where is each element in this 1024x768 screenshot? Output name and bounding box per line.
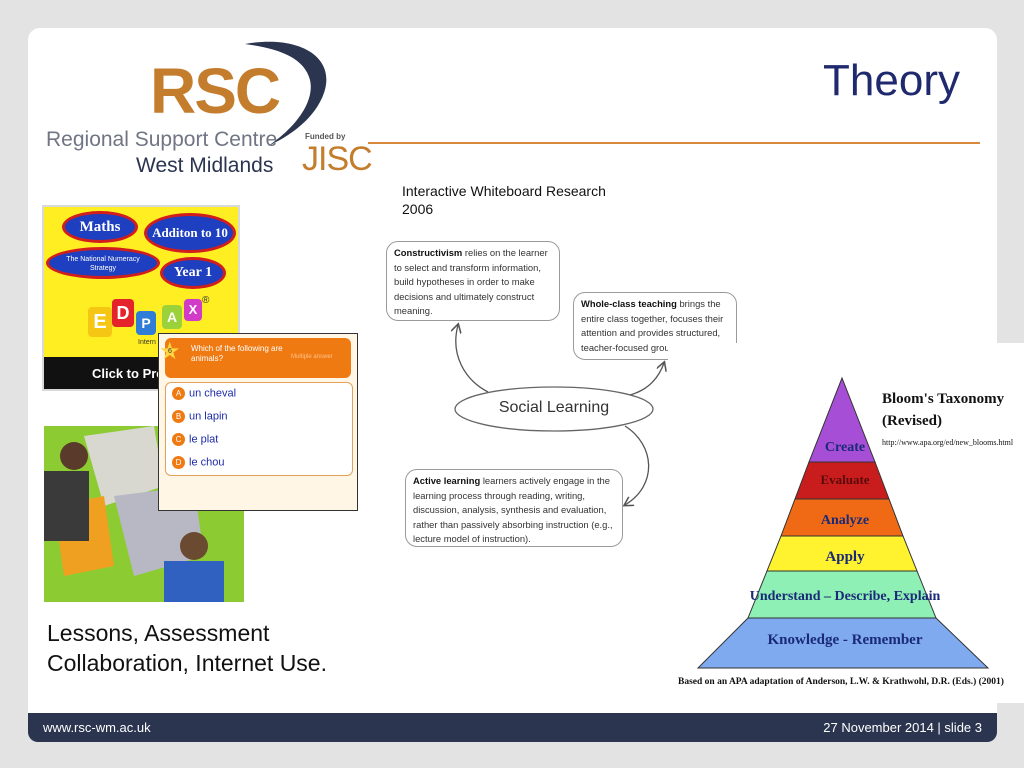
slide-caption: Lessons, Assessment Collaboration, Inter… [47,618,367,678]
social-learning-ellipse [454,386,654,432]
social-learning-label: Social Learning [498,399,610,416]
bloom-level-knowledge: Knowledge - Remember [767,632,923,648]
footer-bar [28,713,997,742]
year-badge: Year 1 [160,257,226,289]
footer-website-link[interactable]: www.rsc-wm.ac.uk [43,720,151,735]
active-learning-card: Active learning learners actively engage… [405,469,623,547]
quiz-screenshot: ★ 6 Which of the following are animals? … [158,333,358,511]
edpax-intern-text: Intern [138,339,156,346]
constructivism-text: relies on the learner to select and tran… [394,247,548,317]
logo-line-west-midlands: West Midlands [136,154,274,177]
star-icon: ★ [159,338,181,365]
strategy-line1: The National Numeracy [66,256,140,263]
question-line2: animals? [191,354,224,363]
wholeclass-text: brings the entire class together, focuse… [581,298,724,353]
edpax-letter-p: P [136,311,156,335]
strategy-badge: The National Numeracy Strategy [46,247,160,279]
wholeclass-card: Whole-class teaching brings the entire c… [573,292,737,360]
puzzle-people-illustration [44,426,244,602]
jisc-logo-text: JISC [302,140,373,178]
active-learning-text: learners actively engage in the learning… [413,475,613,545]
maths-badge: Maths [62,211,138,243]
footer-date-slide: 27 November 2014 | slide 3 [823,720,982,735]
research-year: 2006 [402,201,434,217]
bloom-title-line2: (Revised) [882,413,942,429]
bloom-title: Bloom's Taxonomy (Revised) [882,388,1004,432]
edpax-letter-a: A [162,305,182,329]
bloom-level-analyze: Analyze [820,513,870,528]
edpax-letter-x: X [184,299,202,321]
constructivism-card: Constructivism relies on the learner to … [386,241,560,321]
bloom-level-apply: Apply [825,549,865,565]
rsc-logo-text: RSC [150,55,281,127]
bloom-title-line1: Bloom's Taxonomy [882,391,1005,407]
arrow-to-active [625,425,650,505]
addition-badge: Additon to 10 [144,213,236,253]
caption-line2: Collaboration, Internet Use. [47,650,327,676]
constructivism-term: Constructivism [394,247,463,258]
question-line1: Which of the following are [191,344,283,353]
slide-title: Theory [823,56,960,105]
rsc-swoosh-icon [245,41,327,146]
title-divider [368,142,980,144]
strategy-line2: Strategy [89,265,117,272]
research-label: Interactive Whiteboard Research 2006 [402,182,672,218]
logo-line-regional: Regional Support Centre [46,128,278,151]
wholeclass-term: Whole-class teaching [581,298,677,309]
bloom-citation: Based on an APA adaptation of Anderson, … [678,677,1004,687]
bloom-pyramid [696,376,990,669]
bloom-level-create: Create [824,440,866,455]
funded-by-label: Funded by [305,132,346,141]
bloom-url: http://www.apa.org/ed/new_blooms.html [882,438,1014,447]
bloom-level-understand: Understand – Describe, Explain [749,589,941,604]
question-number: 6 [168,348,172,355]
active-learning-term: Active learning [413,475,481,486]
bloom-level-evaluate: Evaluate [820,472,870,487]
bloom-level-knowledge-shape [696,617,990,669]
edpax-letter-d: D [112,299,134,327]
diagram-arrows [380,230,760,560]
quiz-question-header: ★ 6 Which of the following are animals? … [159,338,351,378]
edpax-letter-e: E [88,307,112,337]
caption-line1: Lessons, Assessment [47,620,270,646]
question-mode: Multiple answer [291,354,333,360]
registered-mark: ® [202,295,210,306]
arrow-to-constructivism [456,325,489,393]
research-title: Interactive Whiteboard Research [402,183,606,199]
